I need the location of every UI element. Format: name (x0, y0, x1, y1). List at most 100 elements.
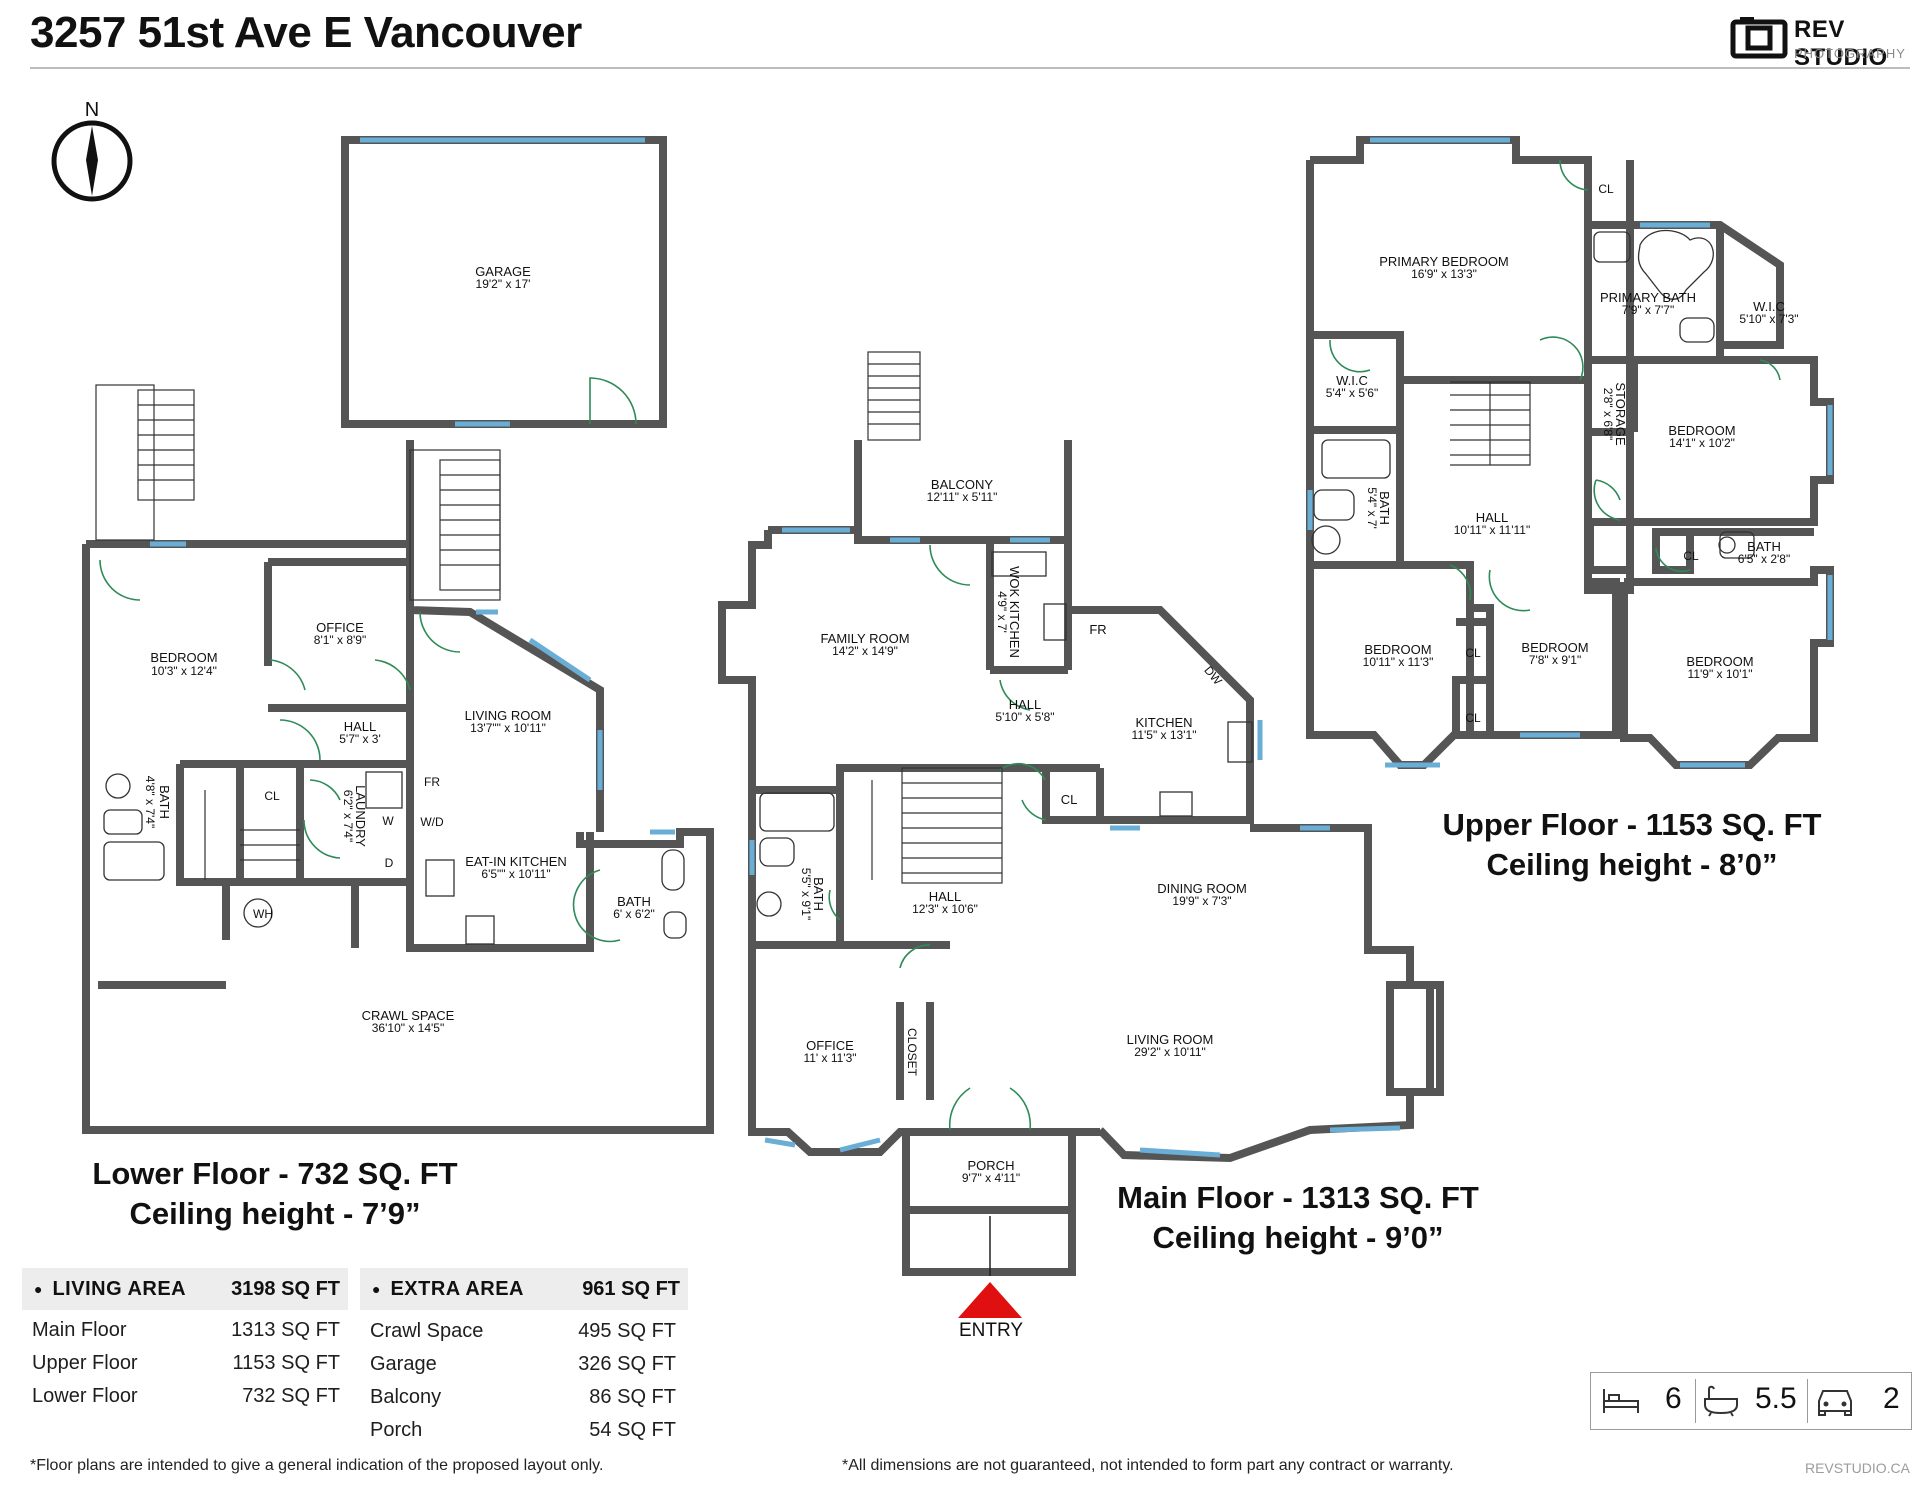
lower-floor-ceiling: Ceiling height - 7’9” (129, 1196, 420, 1231)
extra-area-value: 495 SQ FT (578, 1320, 676, 1342)
living-area-title: LIVING AREA (52, 1277, 187, 1300)
room-dim: 6'2" x 7'4" (341, 790, 355, 842)
living-area-header: ● LIVING AREA 3198 SQ FT (22, 1268, 348, 1310)
parking-count: 2 (1883, 1382, 1900, 1415)
room-label: LIVING ROOM (465, 708, 552, 723)
room-dim: 10'3" x 12'4" (151, 664, 217, 678)
fixture-label: CL (264, 789, 280, 803)
room-label: BEDROOM (1521, 640, 1588, 655)
room-label: BATH (617, 894, 651, 909)
room-label: WOK KITCHEN (1007, 566, 1022, 658)
extra-area-header: ● EXTRA AREA 961 SQ FT (360, 1268, 688, 1310)
room-label: OFFICE (316, 620, 364, 635)
room-dim: 16'9" x 13'3" (1411, 267, 1477, 281)
main-floor-caption: Main Floor - 1313 SQ. FT (1117, 1180, 1479, 1215)
room-dim: 13'7"" x 10'11" (470, 721, 546, 735)
room-label: PRIMARY BEDROOM (1379, 254, 1509, 269)
room-label: BALCONY (931, 477, 993, 492)
room-dim: 14'1" x 10'2" (1669, 436, 1735, 450)
room-dim: 4'8" x 7'4" (143, 776, 157, 828)
room-label: BATH (1377, 491, 1392, 525)
fixture-label: CL (1465, 646, 1481, 660)
extra-area-title: EXTRA AREA (390, 1277, 524, 1300)
walls (82, 136, 1834, 1276)
car-icon (1818, 1390, 1852, 1416)
bullet-icon: ● (372, 1281, 381, 1297)
room-label: BATH (157, 785, 172, 819)
room-label: BEDROOM (1686, 654, 1753, 669)
compass-north-label: N (85, 99, 99, 121)
upper-floor-ceiling: Ceiling height - 8’0” (1486, 847, 1777, 882)
room-dim: 11'5" x 13'1" (1132, 728, 1197, 742)
living-area-total: 3198 SQ FT (231, 1277, 340, 1300)
room-label: BATH (811, 877, 826, 911)
room-dim: 4'9" x 7' (995, 591, 1009, 633)
stairs (95, 351, 1531, 884)
room-dim: 14'2" x 14'9" (832, 644, 898, 658)
room-dim: 7'8" x 9'1" (1529, 653, 1581, 667)
living-area-label: Lower Floor (32, 1385, 138, 1407)
room-dim: 10'11" x 11'11" (1454, 523, 1531, 537)
floor-captions: Lower Floor - 732 SQ. FT Ceiling height … (92, 807, 1821, 1255)
room-dim: 9'7" x 4'11" (962, 1171, 1020, 1185)
room-dim: 5'10" x 7'3" (1739, 312, 1798, 326)
room-label: W.I.C (1336, 373, 1368, 388)
room-dim: 12'3" x 10'6" (912, 902, 978, 916)
living-area-label: Upper Floor (32, 1352, 138, 1374)
lower-floor-caption: Lower Floor - 732 SQ. FT (92, 1156, 457, 1191)
upper-floor-labels: PRIMARY BEDROOM 16'9" x 13'3" PRIMARY BA… (1326, 182, 1799, 725)
room-label: KITCHEN (1135, 715, 1192, 730)
bed-icon (1603, 1389, 1639, 1413)
fixture-label: FR (424, 775, 440, 789)
room-dim: 5'10" x 5'8" (995, 710, 1054, 724)
living-area-value: 1153 SQ FT (232, 1352, 340, 1374)
fixture-label: CLOSET (905, 1028, 919, 1077)
fixture-label: CL (1598, 182, 1614, 196)
room-dim: 11' x 11'3" (803, 1051, 856, 1065)
camera-icon (1730, 17, 1788, 59)
fixture-label: W/D (420, 815, 444, 829)
room-label: BEDROOM (1668, 423, 1735, 438)
room-label: DINING ROOM (1157, 881, 1247, 896)
room-dim: 5'7" x 3' (339, 732, 381, 746)
windows (150, 137, 1833, 1158)
room-label: EAT-IN KITCHEN (465, 854, 567, 869)
fixtures (103, 229, 1755, 945)
baths-count: 5.5 (1755, 1382, 1797, 1415)
room-label: HALL (929, 889, 962, 904)
entry-label: ENTRY (959, 1320, 1023, 1341)
room-dim: 12'11" x 5'11" (927, 490, 998, 504)
living-area-value: 1313 SQ FT (231, 1319, 340, 1341)
brand-subtitle: PHOTOGRAPHY (1794, 46, 1906, 61)
room-dim: 29'2" x 10'11" (1134, 1045, 1206, 1059)
fixture-label: CL (1061, 792, 1078, 807)
room-label: OFFICE (806, 1038, 854, 1053)
room-label: CRAWL SPACE (362, 1008, 455, 1023)
footer-website: REVSTUDIO.CA (1804, 1460, 1910, 1476)
extra-area-value: 326 SQ FT (578, 1353, 676, 1375)
room-label: GARAGE (475, 264, 531, 279)
header-divider (30, 67, 1910, 69)
extra-area-label: Crawl Space (370, 1320, 484, 1342)
room-label: HALL (344, 719, 377, 734)
room-dim: 5'5" x 9'1" (799, 868, 813, 920)
room-dim: 8'1" x 8'9" (314, 633, 366, 647)
page-title: 3257 51st Ave E Vancouver (30, 8, 582, 57)
extra-area-value: 54 SQ FT (589, 1419, 676, 1441)
entry-arrow-icon (958, 1282, 1022, 1318)
footer-disclaimer-layout: *Floor plans are intended to give a gene… (30, 1457, 604, 1474)
brand-logo: REV STUDIO PHOTOGRAPHY (1730, 10, 1915, 71)
lower-floor-labels: GARAGE 19'2" x 17' BEDROOM 10'3" x 12'4"… (143, 264, 655, 1035)
room-dim: 19'9" x 7'3" (1172, 894, 1231, 908)
room-label: W.I.C (1753, 299, 1785, 314)
room-label: PRIMARY BATH (1600, 290, 1696, 305)
room-label: BEDROOM (1364, 642, 1431, 657)
bullet-icon: ● (34, 1281, 43, 1297)
room-label: LAUNDRY (353, 785, 368, 847)
room-dim: 36'10" x 14'5" (372, 1021, 445, 1035)
room-dim: 7'9" x 7'7" (1622, 303, 1674, 317)
property-summary: 6 5.5 2 (1590, 1372, 1912, 1430)
room-label: FAMILY ROOM (820, 631, 909, 646)
footer-disclaimer-dimensions: *All dimensions are not guaranteed, not … (842, 1457, 1454, 1474)
